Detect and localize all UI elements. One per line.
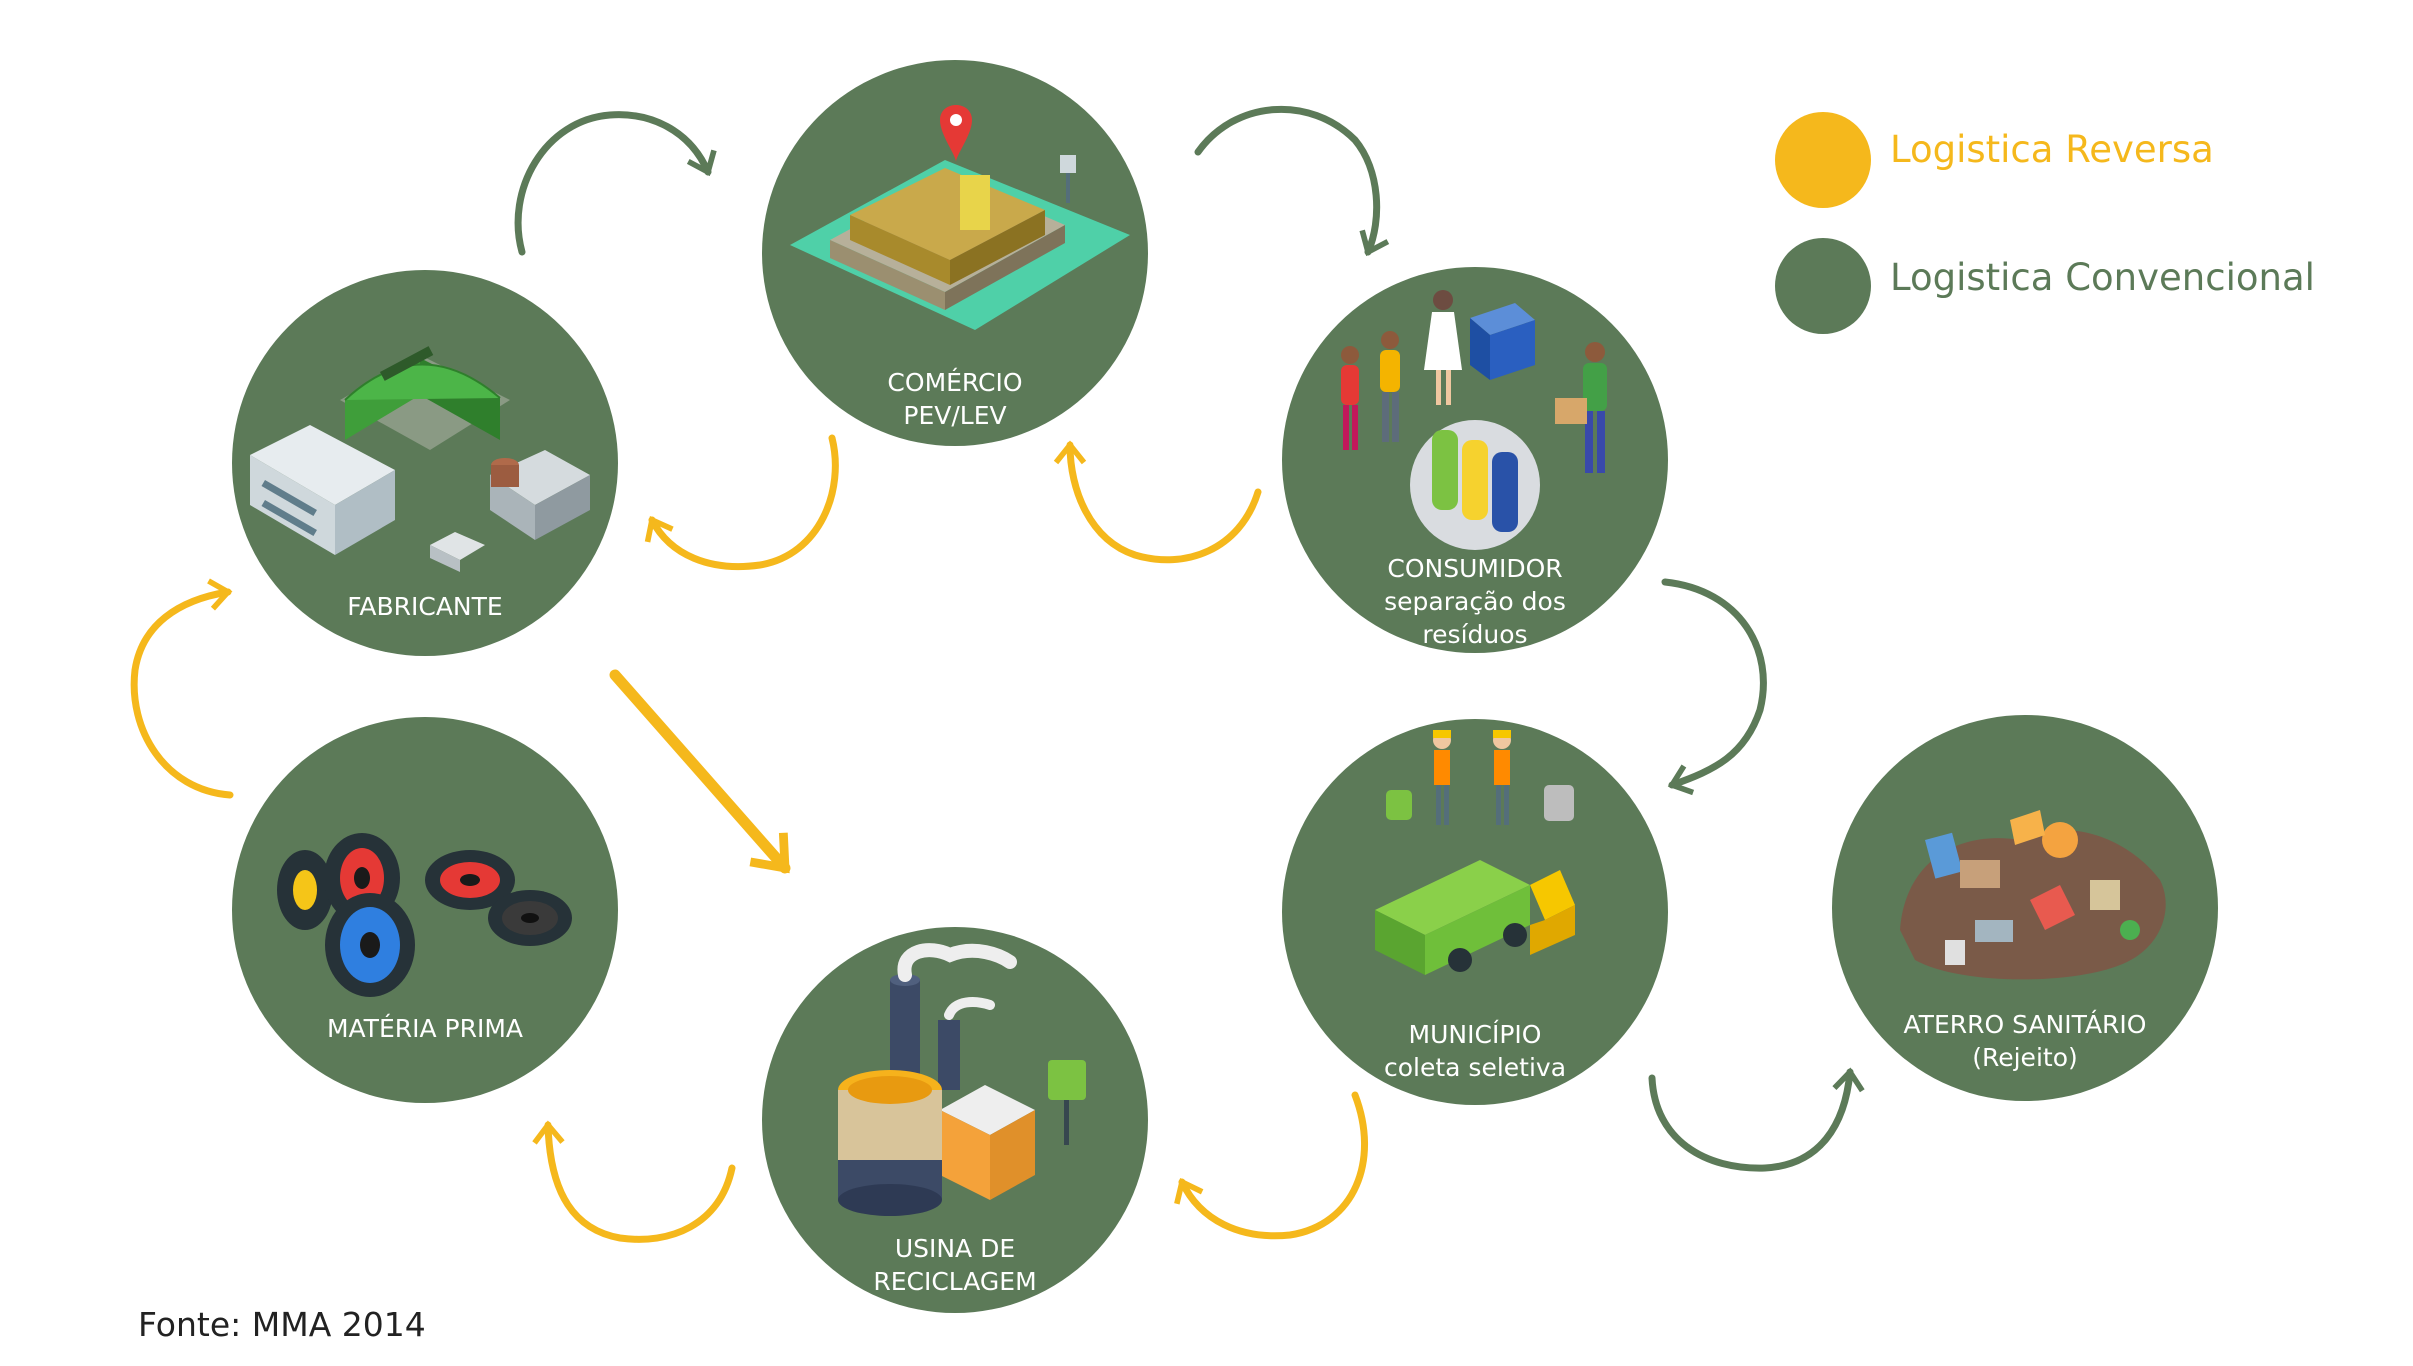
label-comercio-line-1: COMÉRCIO [887, 368, 1023, 397]
label-fabricante: FABRICANTE [347, 590, 502, 623]
label-consumidor-line-1: CONSUMIDOR [1387, 554, 1563, 583]
shopping-mall-icon [790, 105, 1130, 330]
label-municipio: MUNICÍPIO coleta seletiva [1384, 1018, 1566, 1084]
label-aterro-line-1: ATERRO SANITÁRIO [1903, 1010, 2147, 1039]
flow-comercio-to-fabricante [644, 434, 839, 571]
legend-label-conventional: Logistica Convencional [1890, 256, 2315, 299]
people-recycling-icon [1341, 290, 1607, 550]
label-fabricante-line-1: FABRICANTE [347, 592, 503, 621]
label-consumidor: CONSUMIDOR separação dos resíduos [1384, 552, 1566, 651]
recycling-plant-icon [838, 943, 1086, 1216]
label-consumidor-line-2: separação dos [1384, 587, 1566, 616]
flow-consumidor-to-comercio [1053, 440, 1262, 564]
garbage-truck-icon [1375, 730, 1575, 975]
label-usina-line-2: RECICLAGEM [873, 1267, 1037, 1296]
label-aterro: ATERRO SANITÁRIO (Rejeito) [1904, 1008, 2147, 1074]
legend-dot-conventional [1775, 238, 1871, 334]
legend-dot-reverse [1775, 112, 1871, 208]
flow-fabricante-to-comercio [514, 111, 717, 256]
label-materia-line-1: MATÉRIA PRIMA [326, 1014, 524, 1043]
flow-municipio-to-usina [1174, 1091, 1369, 1240]
wire-spools-icon [277, 833, 572, 997]
flow-fabricante-to-usina [609, 669, 791, 874]
flow-materia-to-fabricante [130, 578, 234, 799]
label-comercio-line-2: PEV/LEV [903, 401, 1007, 430]
label-usina-line-1: USINA DE [894, 1234, 1016, 1263]
flow-municipio-to-aterro [1648, 1067, 1865, 1172]
label-materia: MATÉRIA PRIMA [327, 1012, 523, 1045]
node-materia [232, 717, 618, 1103]
label-consumidor-line-3: resíduos [1422, 620, 1528, 649]
legend-label-reverse: Logistica Reversa [1890, 128, 2214, 171]
factory-icon [250, 346, 590, 572]
node-fabricante [232, 270, 618, 656]
label-municipio-line-2: coleta seletiva [1383, 1053, 1567, 1082]
label-comercio: COMÉRCIO PEV/LEV [887, 366, 1022, 432]
landfill-pile-icon [1900, 810, 2166, 980]
label-municipio-line-1: MUNICÍPIO [1408, 1020, 1542, 1049]
label-aterro-line-2: (Rejeito) [1972, 1043, 2078, 1072]
source-note: Fonte: MMA 2014 [138, 1305, 426, 1344]
flow-consumidor-to-municipio [1661, 578, 1767, 796]
flow-comercio-to-consumidor [1194, 105, 1390, 257]
flow-usina-to-materia [532, 1120, 736, 1243]
label-usina: USINA DE RECICLAGEM [873, 1232, 1036, 1298]
